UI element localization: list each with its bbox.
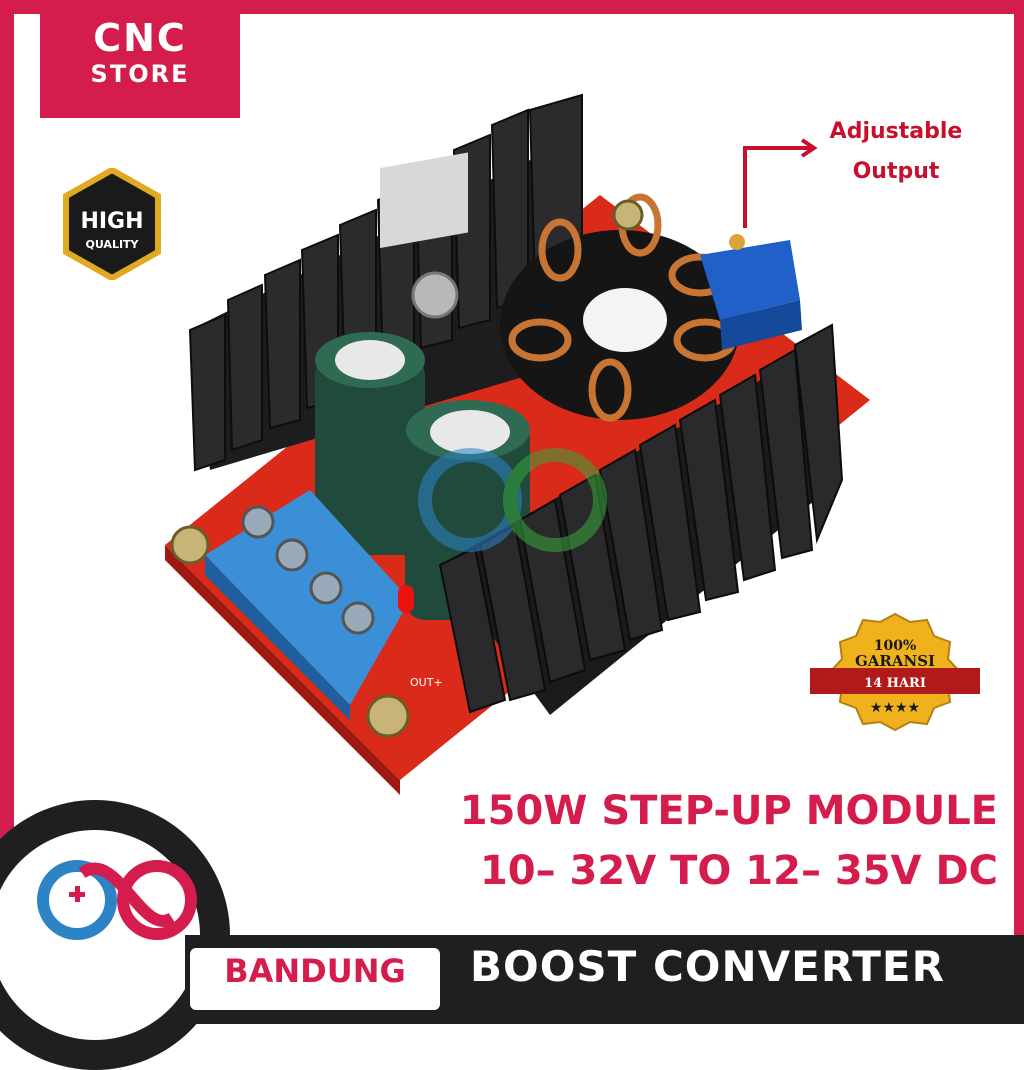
store-logo: CNC STORE — [40, 0, 240, 118]
product-label: BOOST CONVERTER — [470, 942, 945, 991]
star-icons: ★★★★ — [870, 700, 920, 716]
high-quality-badge: HIGH QUALITY — [63, 168, 161, 280]
store-logo-line1: CNC — [93, 16, 187, 60]
corner-screw — [170, 525, 210, 565]
warranty-line3: 14 HARI — [864, 676, 926, 691]
front-heatsink — [438, 323, 844, 715]
red-led — [398, 585, 414, 613]
headline-line2: 10– 32V TO 12– 35V DC — [479, 848, 998, 894]
high-quality-line2: QUALITY — [85, 238, 139, 251]
warranty-line2: GARANSI — [855, 652, 935, 670]
corner-logo — [37, 860, 197, 940]
city-pill — [190, 948, 440, 1010]
boost-converter-illustration — [165, 93, 870, 795]
potentiometer — [700, 234, 802, 350]
adjustable-output-label: Adjustable Output — [826, 112, 966, 192]
terminal-block — [205, 490, 410, 720]
high-quality-line1: HIGH — [80, 209, 143, 234]
corner-screw — [612, 199, 644, 231]
pcb-label: OUT+ — [410, 676, 443, 689]
city-label: BANDUNG — [224, 952, 406, 990]
adjustable-line2: Output — [852, 159, 940, 184]
annotation-arrow — [743, 138, 818, 228]
headline-line1: 150W STEP-UP MODULE — [459, 788, 998, 834]
toroid-inductor — [500, 193, 740, 422]
capacitor-1 — [315, 332, 425, 555]
watermark-logo — [418, 448, 607, 552]
warranty-line1: 100% — [874, 638, 917, 654]
corner-screw — [366, 694, 410, 738]
store-logo-line2: STORE — [90, 60, 190, 88]
warranty-badge: 100% GARANSI 14 HARI ★★★★ — [810, 612, 980, 732]
adjustable-line1: Adjustable — [829, 119, 963, 144]
